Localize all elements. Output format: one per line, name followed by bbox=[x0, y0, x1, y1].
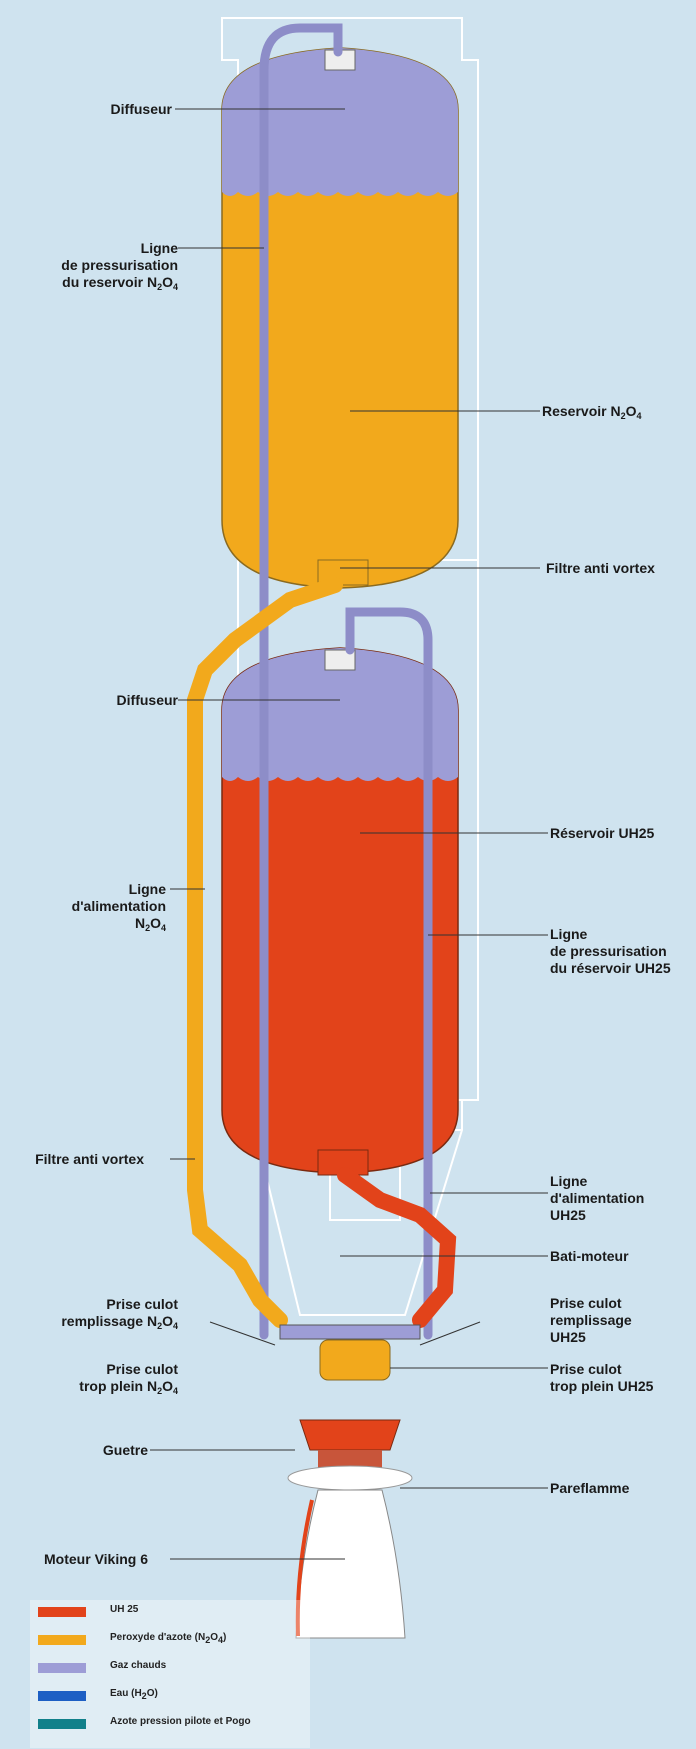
leader-lines bbox=[150, 108, 548, 1560]
legend-swatch-n2o4 bbox=[38, 1635, 86, 1645]
legend-item-eau: Eau (H2O) bbox=[30, 1688, 330, 1704]
label-bati-moteur: Bati-moteur bbox=[550, 1248, 629, 1264]
legend-swatch-eau bbox=[38, 1691, 86, 1701]
legend-swatch-gaz bbox=[38, 1663, 86, 1673]
label-diffuseur-mid: Diffuseur bbox=[116, 692, 178, 708]
tank-uh25 bbox=[221, 647, 459, 1176]
legend-swatch-uh25 bbox=[38, 1607, 86, 1617]
legend-label-azote: Azote pression pilote et Pogo bbox=[110, 1716, 251, 1727]
label-diffuseur-top: Diffuseur bbox=[110, 101, 172, 117]
label-filtre-left: Filtre anti vortex bbox=[35, 1151, 144, 1167]
label-prise-trop-n2o4: Prise culot trop plein N2O4 bbox=[79, 1361, 178, 1396]
label-pareflamme: Pareflamme bbox=[550, 1480, 630, 1496]
label-ligne-press-uh25: Ligne de pressurisation du réservoir UH2… bbox=[550, 926, 671, 976]
label-reservoir-n2o4: Reservoir N2O4 bbox=[542, 403, 642, 421]
label-reservoir-uh25: Réservoir UH25 bbox=[550, 825, 655, 841]
legend-item-azote: Azote pression pilote et Pogo bbox=[30, 1716, 330, 1732]
pressurisation-lines bbox=[259, 23, 433, 1340]
legend-swatch-azote bbox=[38, 1719, 86, 1729]
label-ligne-alim-uh25: Ligne d'alimentation UH25 bbox=[550, 1173, 645, 1223]
label-ligne-press-n2o4: Ligne de pressurisation du reservoir N2O… bbox=[61, 240, 178, 292]
label-guetre: Guetre bbox=[102, 1442, 148, 1458]
label-filtre-right: Filtre anti vortex bbox=[546, 560, 655, 576]
label-prise-trop-uh25: Prise culot trop plein UH25 bbox=[550, 1361, 654, 1394]
n2o4-feed-line bbox=[187, 577, 343, 1328]
legend-item-gaz: Gaz chauds bbox=[30, 1660, 330, 1676]
legend-label-n2o4: Peroxyde d'azote (N2O4) bbox=[110, 1632, 227, 1645]
label-prise-remp-n2o4: Prise culot remplissage N2O4 bbox=[61, 1296, 178, 1331]
label-ligne-alim-n2o4: Ligne d'alimentation N2O4 bbox=[71, 881, 166, 933]
legend-item-n2o4: Peroxyde d'azote (N2O4) bbox=[30, 1632, 330, 1648]
legend-label-eau: Eau (H2O) bbox=[110, 1688, 158, 1701]
legend-item-uh25: UH 25 bbox=[30, 1604, 330, 1620]
legend-label-uh25: UH 25 bbox=[110, 1604, 139, 1615]
uh25-feed-line bbox=[337, 1167, 457, 1328]
tank-n2o4 bbox=[221, 47, 459, 589]
legend-label-gaz: Gaz chauds bbox=[110, 1660, 167, 1671]
label-moteur: Moteur Viking 6 bbox=[44, 1551, 148, 1567]
engine bbox=[279, 1324, 421, 1639]
label-prise-remp-uh25: Prise culot remplissage UH25 bbox=[550, 1295, 632, 1345]
